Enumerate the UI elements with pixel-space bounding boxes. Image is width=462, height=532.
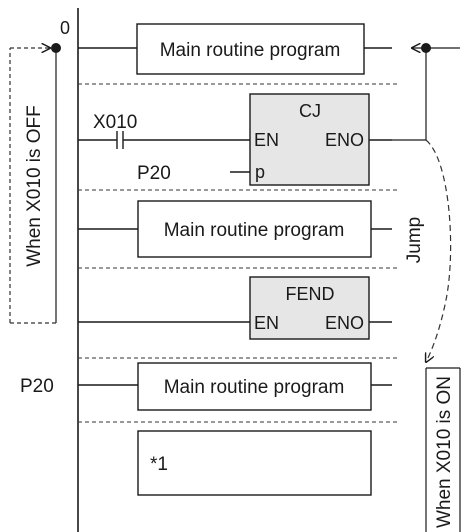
step-number: 0 bbox=[60, 18, 70, 38]
rung-main-1: Main routine program bbox=[78, 23, 392, 75]
note-label: *1 bbox=[150, 454, 168, 475]
pointer-label: P20 bbox=[20, 376, 54, 397]
rung-main-3: P20 Main routine program bbox=[20, 362, 392, 411]
cj-en: EN bbox=[254, 130, 279, 150]
main-routine-box-1 bbox=[136, 23, 365, 75]
fend-eno: ENO bbox=[325, 313, 364, 333]
cj-pointer-operand: P20 bbox=[137, 163, 171, 184]
cj-p: p bbox=[255, 162, 265, 182]
cj-eno: ENO bbox=[325, 130, 364, 150]
fend-en: EN bbox=[254, 313, 279, 333]
right-path bbox=[392, 43, 461, 532]
off-path-label: When X010 is OFF bbox=[24, 105, 45, 267]
off-path bbox=[9, 48, 57, 324]
on-path-label: When X010 is ON bbox=[434, 376, 455, 528]
note-section: *1 bbox=[137, 430, 372, 496]
fend-block bbox=[249, 276, 370, 340]
rung-main-2: Main routine program bbox=[78, 200, 392, 258]
main-routine-label-1: Main routine program bbox=[160, 40, 341, 61]
main-routine-box-2 bbox=[137, 200, 372, 258]
note-box bbox=[137, 430, 372, 496]
jump-arrow bbox=[426, 139, 452, 362]
cj-name: CJ bbox=[299, 101, 321, 121]
rung-cj: X010 CJ EN ENO p P20 bbox=[78, 93, 392, 186]
rung-fend: FEND EN ENO bbox=[78, 276, 392, 340]
main-routine-label-2: Main routine program bbox=[164, 220, 345, 241]
contact-label: X010 bbox=[93, 112, 137, 133]
main-routine-box-3 bbox=[137, 362, 372, 411]
fend-name: FEND bbox=[286, 284, 335, 304]
section-separators bbox=[78, 83, 398, 423]
main-routine-label-3: Main routine program bbox=[164, 377, 345, 398]
jump-label: Jump bbox=[404, 217, 425, 263]
